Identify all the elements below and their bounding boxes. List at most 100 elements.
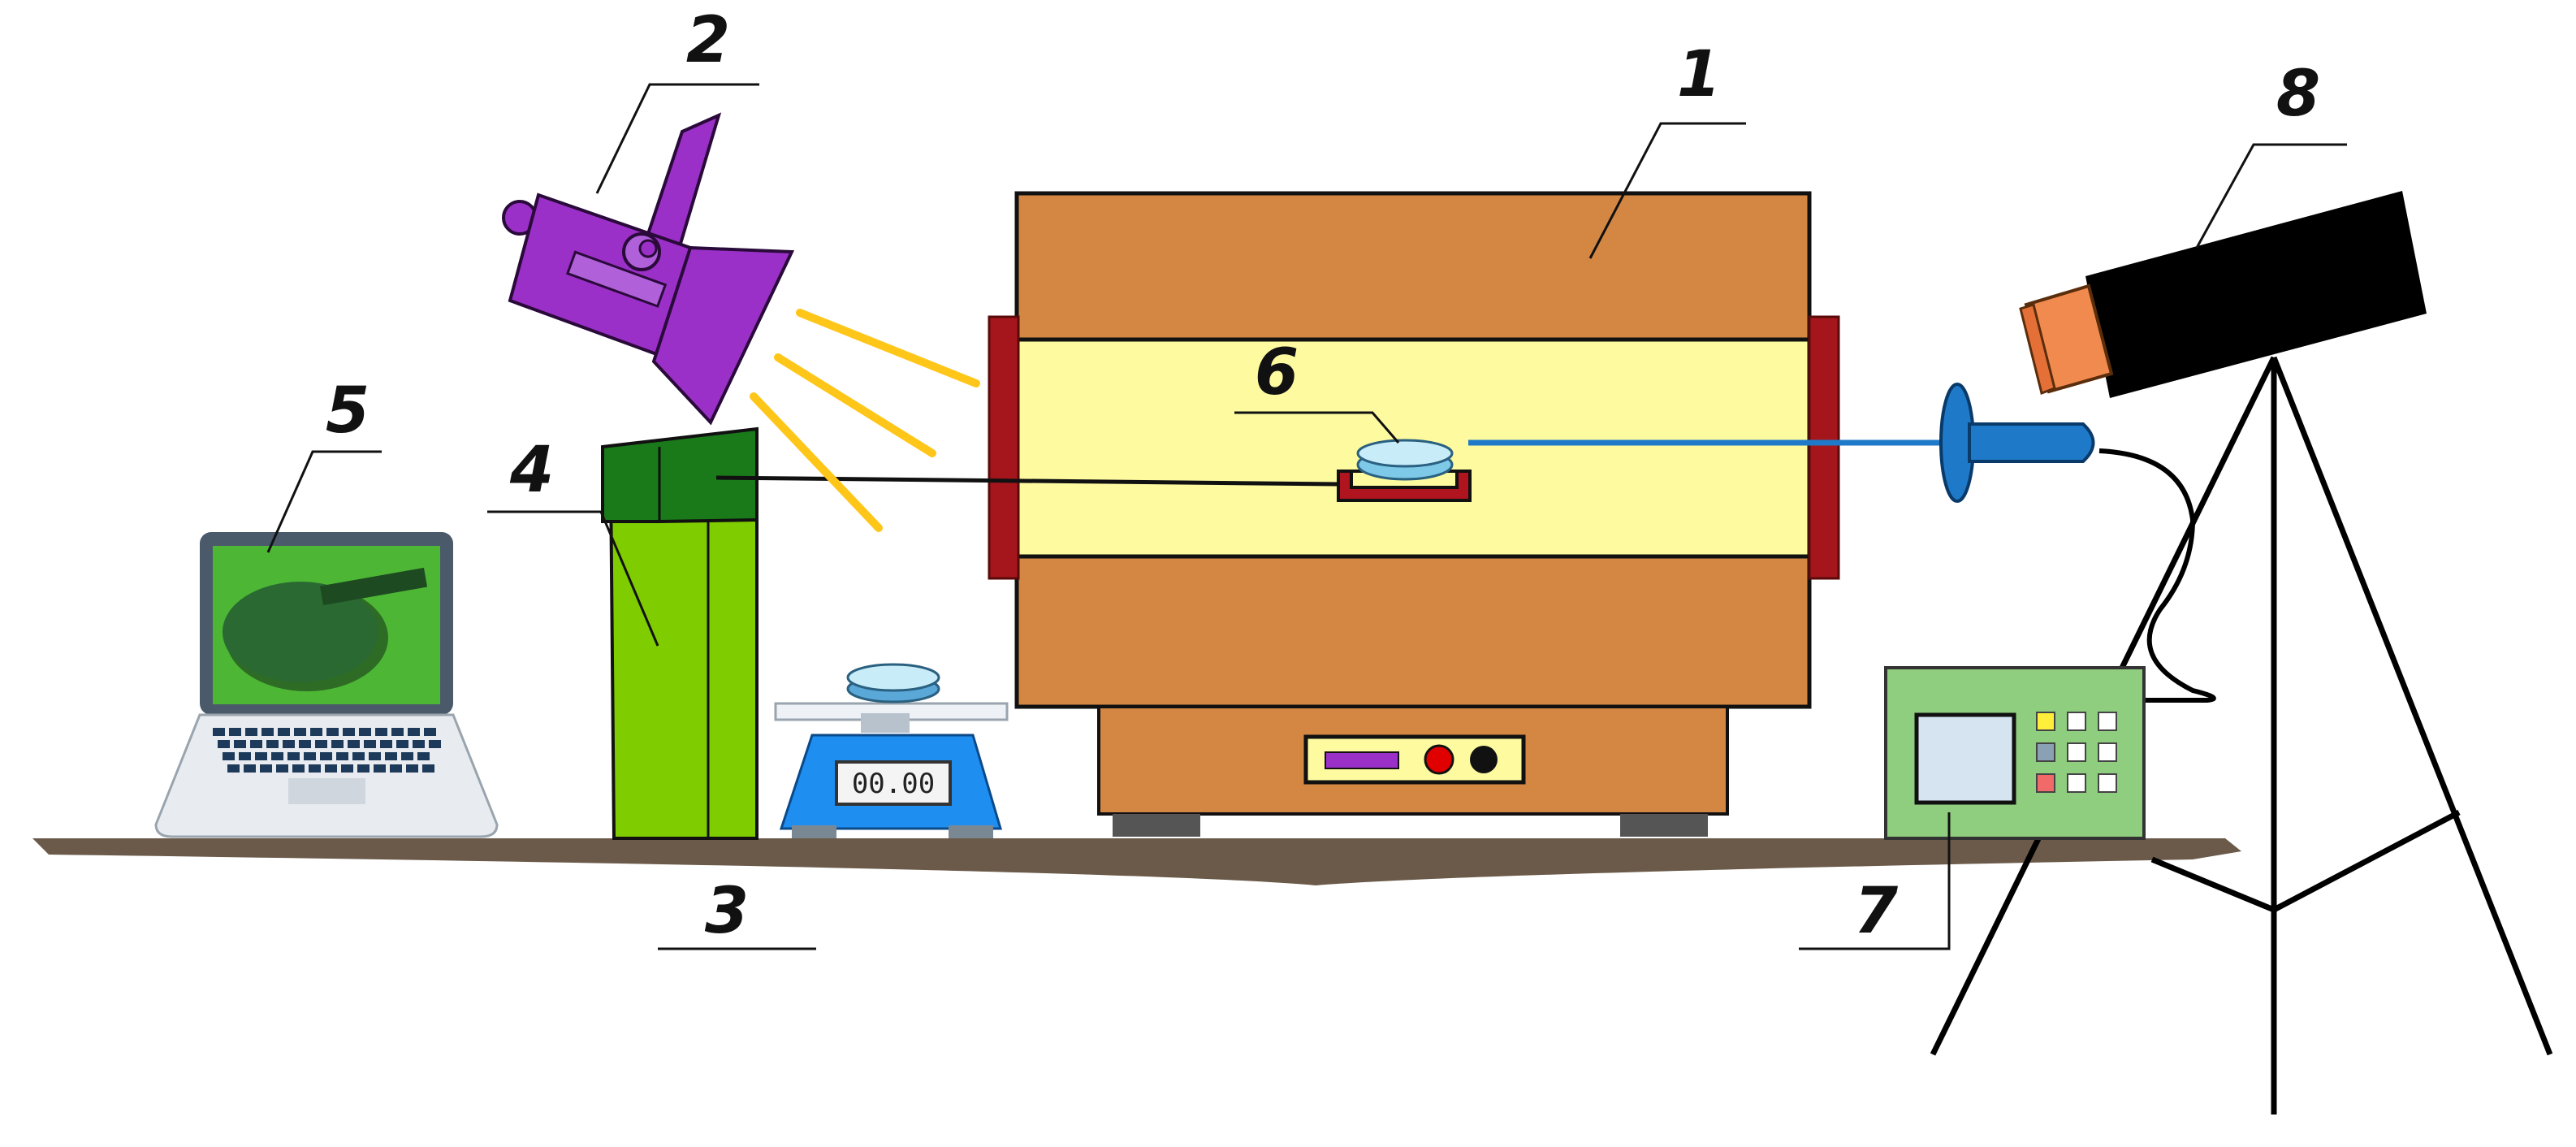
- keyboard-key: [315, 740, 327, 748]
- keypad-key: [2098, 773, 2117, 793]
- callout-label-5: 5: [326, 374, 370, 448]
- keyboard-key: [391, 728, 404, 736]
- keyboard-key: [369, 752, 381, 760]
- keyboard-key: [336, 752, 348, 760]
- furnace-foot-left: [1113, 814, 1200, 837]
- keyboard-key: [380, 740, 392, 748]
- callout-label-3: 3: [705, 875, 749, 948]
- keyboard-key: [424, 728, 436, 736]
- keypad-key: [2067, 742, 2086, 762]
- keyboard-key: [429, 740, 441, 748]
- keyboard-key: [250, 740, 262, 748]
- floor-surface: [32, 838, 2241, 885]
- keyboard-key: [283, 740, 295, 748]
- keyboard-key: [310, 728, 322, 736]
- keyboard-key: [390, 764, 402, 773]
- keyboard-key: [326, 728, 339, 736]
- furnace-red-button: [1424, 744, 1454, 775]
- pyrometer-icon: [2019, 191, 2427, 398]
- probe-handle: [1968, 422, 2095, 463]
- thermocouple-probe: [1468, 383, 2216, 703]
- keyboard-key: [304, 752, 316, 760]
- keyboard-key: [325, 764, 337, 773]
- keyboard-key: [385, 752, 397, 760]
- lamp-cone: [651, 245, 795, 426]
- furnace-bottom-shell: [1014, 554, 1812, 709]
- scale-display: [835, 760, 952, 806]
- keypad-key: [2036, 742, 2055, 762]
- leader-lines: [266, 83, 2347, 950]
- furnace-display-slot: [1325, 751, 1399, 769]
- callout-label-4: 4: [509, 434, 554, 507]
- keyboard-key: [331, 740, 344, 748]
- keypad-key: [2067, 773, 2086, 793]
- keyboard-key: [357, 764, 370, 773]
- keyboard-key: [348, 740, 360, 748]
- callout-label-7: 7: [1854, 875, 1899, 948]
- lamp-icon: [502, 112, 980, 532]
- keyboard-key: [375, 728, 387, 736]
- keyboard-key: [413, 740, 425, 748]
- keyboard-key: [359, 728, 371, 736]
- furnace-top-shell: [1014, 191, 1812, 342]
- light-rays: [750, 309, 980, 532]
- keyboard-key: [218, 740, 230, 748]
- callout-label-6: 6: [1255, 336, 1299, 409]
- keyboard-key: [343, 728, 355, 736]
- keypad-key: [2067, 712, 2086, 731]
- keyboard-key: [229, 728, 241, 736]
- keyboard-key: [401, 752, 413, 760]
- furnace-flange-left: [988, 315, 1020, 580]
- keyboard-key: [417, 752, 430, 760]
- keyboard-key: [266, 740, 279, 748]
- furnace-flange-right: [1808, 315, 1840, 580]
- keypad-key: [2036, 712, 2055, 731]
- keyboard-key: [396, 740, 408, 748]
- controller-keypad: [2036, 712, 2117, 793]
- sample-crucible: [1337, 439, 1472, 502]
- camera-line: [715, 475, 1339, 487]
- stand-top-block: [601, 426, 759, 523]
- keyboard-key: [271, 752, 283, 760]
- keypad-key: [2098, 712, 2117, 731]
- scale-icon: 00.00: [774, 663, 1009, 838]
- keypad-key: [2098, 742, 2117, 762]
- keyboard-key: [299, 740, 311, 748]
- keyboard-key: [261, 728, 274, 736]
- keyboard-key: [309, 764, 321, 773]
- keyboard-key: [255, 752, 267, 760]
- laptop-keyboard: [213, 728, 441, 773]
- furnace-icon: [988, 191, 1840, 837]
- keyboard-key: [406, 764, 418, 773]
- keyboard-key: [352, 752, 365, 760]
- keyboard-key: [287, 752, 300, 760]
- pyrometer-body: [2085, 191, 2427, 398]
- keyboard-key: [292, 764, 305, 773]
- camera-stand: [601, 426, 1339, 840]
- callout-label-1: 1: [1677, 38, 1721, 111]
- scale-display-text: 00.00: [852, 768, 935, 800]
- stand-upright: [608, 478, 759, 840]
- controller-icon: [1884, 666, 2146, 840]
- keyboard-key: [341, 764, 353, 773]
- keyboard-key: [276, 764, 288, 773]
- keyboard-key: [294, 728, 306, 736]
- keyboard-key: [422, 764, 434, 773]
- controller-screen: [1914, 712, 2016, 805]
- keyboard-key: [320, 752, 332, 760]
- callout-labels: 1 2 3 4 5 6 7 8: [326, 4, 2320, 948]
- keyboard-key: [223, 752, 235, 760]
- keyboard-key: [408, 728, 420, 736]
- keyboard-key: [227, 764, 240, 773]
- keyboard-key: [260, 764, 272, 773]
- keyboard-key: [245, 728, 257, 736]
- keypad-key: [2036, 773, 2055, 793]
- probe-cable: [2098, 448, 2216, 703]
- keyboard-key: [374, 764, 386, 773]
- furnace-foot-right: [1620, 814, 1708, 837]
- keyboard-key: [278, 728, 290, 736]
- keyboard-key: [244, 764, 256, 773]
- callout-label-8: 8: [2276, 58, 2320, 131]
- keyboard-key: [213, 728, 225, 736]
